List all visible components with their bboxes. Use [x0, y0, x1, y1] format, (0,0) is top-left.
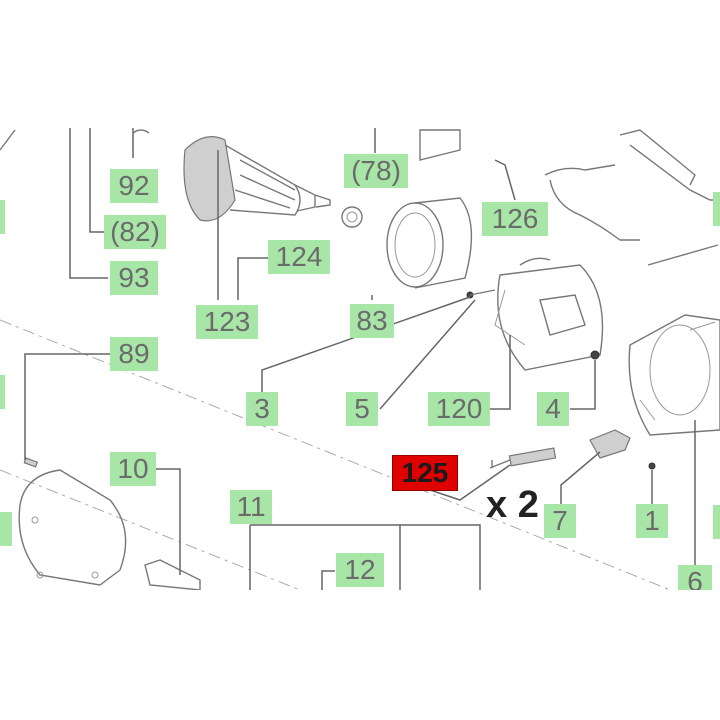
housing-83	[386, 197, 473, 289]
callout-126: 126	[482, 202, 548, 236]
screw-4	[590, 350, 600, 360]
blank-margin-bottom	[0, 590, 720, 720]
callout-4: 4	[537, 392, 569, 426]
callout-82: (82)	[104, 215, 166, 249]
screw-1	[648, 462, 656, 470]
gear-housing-6	[628, 314, 720, 436]
callout-5: 5	[346, 392, 378, 426]
bearing-124	[341, 206, 363, 228]
armature-123	[183, 136, 331, 222]
callout-1: 1	[636, 504, 668, 538]
callout-93: 93	[110, 261, 158, 295]
stator-120	[494, 257, 604, 371]
gasket-cover	[18, 469, 127, 586]
callout-6: 6	[678, 565, 712, 590]
part-bracket-fragment	[419, 129, 461, 161]
part-cable	[544, 164, 640, 241]
callout-3: 3	[246, 392, 278, 426]
brush-holder-7	[589, 429, 631, 459]
callout-83: 83	[350, 304, 394, 338]
part-ring-92	[132, 129, 150, 134]
part-wire-right	[647, 244, 719, 266]
callout-78: (78)	[344, 154, 408, 188]
callout-89: 89	[110, 337, 158, 371]
callout-10: 10	[110, 452, 156, 486]
blank-margin-top	[0, 0, 720, 127]
spindle	[144, 559, 201, 591]
callout-7: 7	[544, 504, 576, 538]
part-top-left-fragment	[0, 129, 16, 151]
quantity-label: x 2	[486, 484, 539, 526]
callout-124: 124	[268, 240, 330, 274]
callout-123: 123	[196, 305, 258, 339]
carbon-brush-125	[489, 447, 557, 469]
assembly-axis-lower	[0, 469, 351, 611]
callout-120: 120	[428, 392, 490, 426]
leader-lines	[24, 128, 696, 590]
pin-89	[23, 457, 39, 468]
part-bracket-right	[619, 129, 720, 201]
callout-11: 11	[230, 490, 272, 524]
callout-92: 92	[110, 169, 158, 203]
callout-12: 12	[336, 553, 384, 587]
callout-125-highlighted: 125	[392, 455, 458, 491]
